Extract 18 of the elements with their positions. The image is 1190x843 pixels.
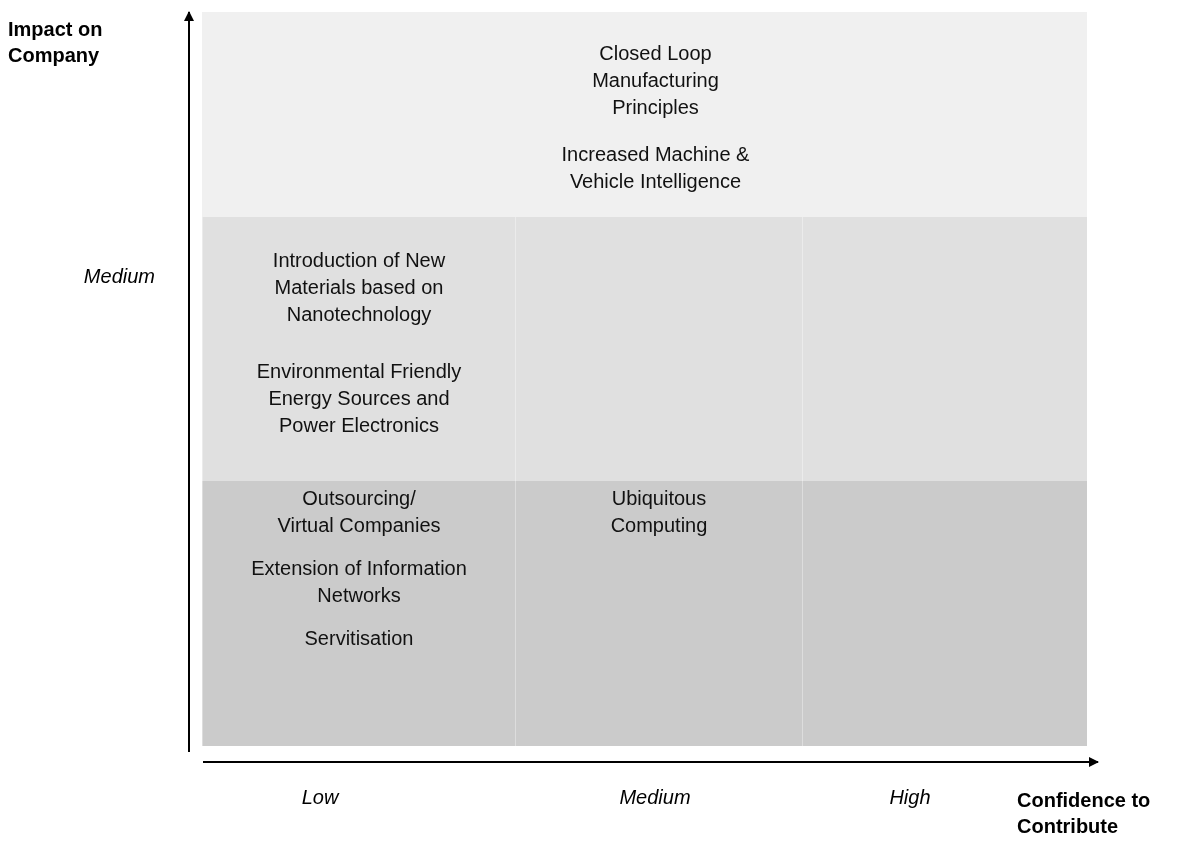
matrix-cell [515,481,802,746]
axis-tick-label: High [888,785,932,810]
cell-text: Ubiquitous Computing [609,486,709,538]
cell-text: Servitisation [303,626,415,651]
cell-text: Environmental Friendly Energy Sources and Power Electronics [255,359,463,438]
axis-tick-label: Medium [82,264,155,289]
cell-text: Increased Machine & Vehicle Intelligence [560,142,751,194]
cell-text: Extension of Information Networks [250,556,468,608]
cell-text: Introduction of New Materials based on Nanotechnology [271,248,447,327]
matrix-cell [202,217,515,481]
matrix-cell [202,481,515,746]
axis-tick-label: Low [300,785,341,810]
impact-band [202,12,1087,217]
axis-title: Impact on Company [8,17,104,68]
cell-text: Outsourcing/ Virtual Companies [276,486,442,538]
axis-tick-label: Medium [618,785,692,810]
axis-title: Confidence to Contribute [1017,788,1152,839]
cell-text: Closed Loop Manufacturing Principles [591,41,720,120]
